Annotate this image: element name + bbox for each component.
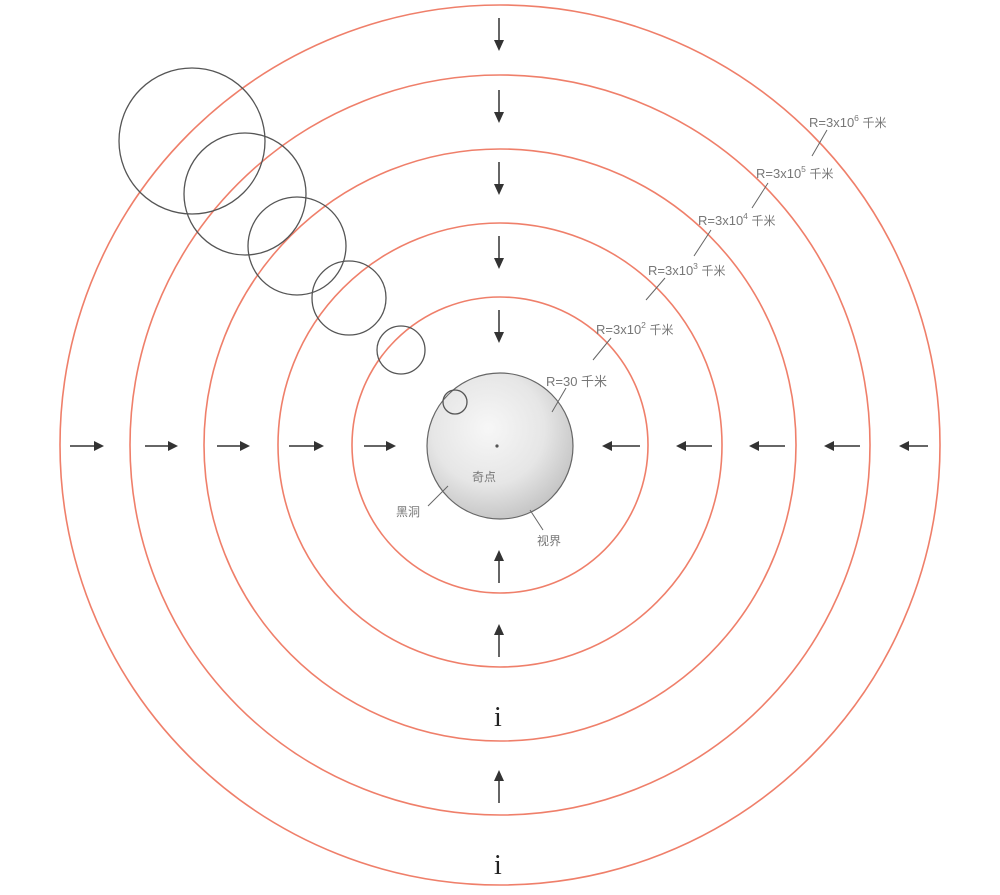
arrow-down-4 [494, 236, 504, 269]
bottom-mark-2: i [494, 850, 502, 881]
bottom-mark-1: i [494, 702, 502, 733]
black-hole-label: 黑洞 [396, 505, 420, 519]
arrow-left-2 [676, 441, 712, 451]
arrow-up-3 [494, 770, 504, 803]
event-horizon-sphere [426, 372, 574, 520]
rings [59, 4, 941, 886]
arrow-down-1 [494, 18, 504, 51]
leader-event-horizon [529, 509, 544, 531]
arrow-left-4 [824, 441, 860, 451]
collapse-trail [118, 67, 468, 415]
arrows-left [70, 441, 396, 451]
trail-circle-3 [247, 196, 347, 296]
arrow-down-5 [494, 310, 504, 343]
horizon-radius-label: R=30 千米 [546, 374, 607, 389]
ring-r-3e4 [203, 148, 797, 742]
leader-ring-1 [592, 337, 612, 361]
arrow-right-1 [70, 441, 104, 451]
ring-label-r-3e3: R=3x103 千米 [648, 261, 726, 278]
arrow-up-1 [494, 550, 504, 583]
center-labels: 奇点 黑洞 视界 [396, 470, 561, 548]
ring-label-leaders [427, 129, 828, 531]
ring-r-3e2 [351, 296, 649, 594]
arrow-right-4 [289, 441, 324, 451]
arrows-right [602, 441, 928, 451]
trail-circle-6 [442, 389, 468, 415]
black-hole [426, 372, 574, 520]
arrow-right-5 [364, 441, 396, 451]
arrow-down-3 [494, 162, 504, 195]
leader-black-hole [427, 485, 449, 507]
bottom-marks: i i [494, 702, 502, 881]
trail-circle-1 [118, 67, 266, 215]
ring-r-3e6 [59, 4, 941, 886]
singularity-label: 奇点 [472, 470, 496, 484]
ring-label-r-3e2: R=3x102 千米 [596, 320, 674, 337]
arrow-left-5 [899, 441, 928, 451]
ring-labels: R=3x106 千米 R=3x105 千米 R=3x104 千米 R=3x103… [546, 113, 887, 389]
trail-circle-4 [311, 260, 387, 336]
ring-r-3e5 [129, 74, 871, 816]
leader-ring-5 [811, 129, 828, 157]
arrows-top [494, 18, 504, 343]
leader-horizon [551, 387, 567, 413]
arrow-up-2 [494, 624, 504, 657]
ring-label-r-3e5: R=3x105 千米 [756, 164, 834, 181]
arrow-right-2 [145, 441, 178, 451]
arrow-left-1 [602, 441, 640, 451]
singularity-dot [495, 444, 499, 448]
ring-label-r-3e6: R=3x106 千米 [809, 113, 887, 130]
leader-ring-4 [751, 182, 769, 209]
leader-ring-3 [693, 229, 712, 257]
trail-circle-5 [376, 325, 426, 375]
leader-ring-2 [645, 277, 666, 301]
event-horizon-label: 视界 [537, 533, 561, 548]
arrow-down-2 [494, 90, 504, 123]
arrow-left-3 [749, 441, 785, 451]
trail-circle-2 [183, 132, 307, 256]
ring-r-3e3 [277, 222, 723, 668]
arrow-right-3 [217, 441, 250, 451]
arrows-bottom [494, 550, 504, 803]
ring-label-r-3e4: R=3x104 千米 [698, 211, 776, 228]
